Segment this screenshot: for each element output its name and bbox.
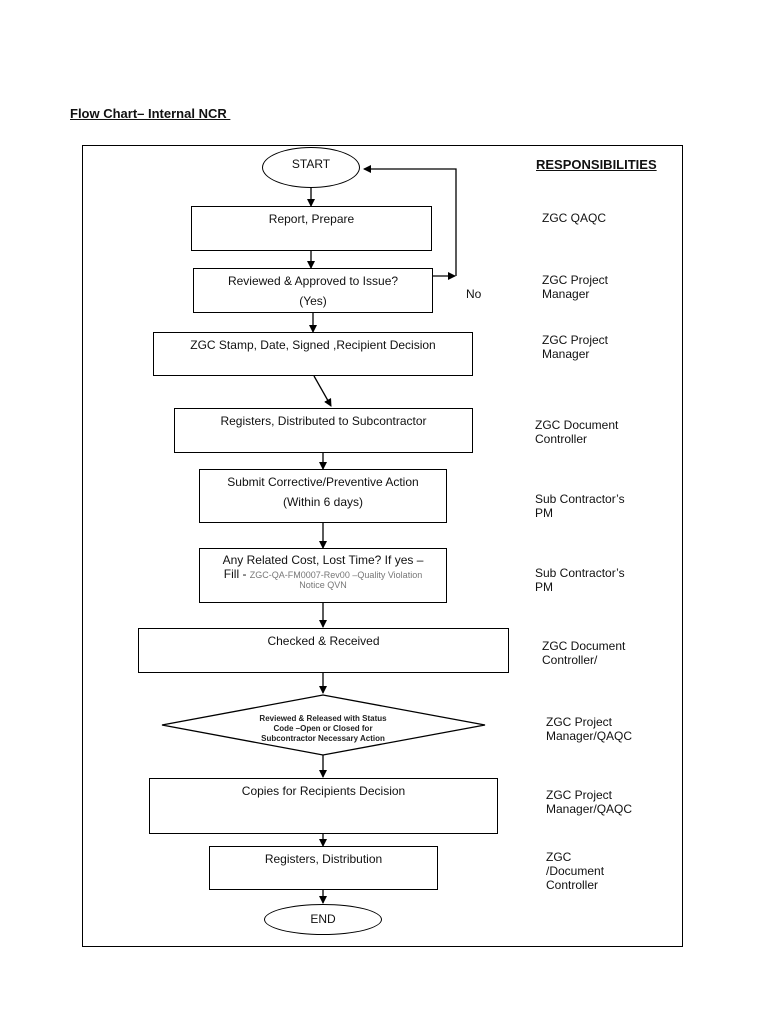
responsibility-report: ZGC QAQC (542, 211, 607, 225)
reviewed-released-line2: Code –Open or Closed for (273, 724, 373, 733)
reviewed-approved-box: Reviewed & Approved to Issue? (Yes) (193, 268, 433, 313)
report-prepare-box: Report, Prepare (191, 206, 432, 251)
responsibility-copies: ZGC Project Manager/QAQC (546, 788, 633, 816)
copies-box: Copies for Recipients Decision (149, 778, 498, 834)
arrow-no-loop-to-start (363, 165, 457, 276)
arrow-stamp-to-registers (313, 375, 332, 407)
related-cost-fill-prefix: Fill - (223, 567, 250, 581)
decision-diamond (161, 694, 486, 756)
end-node: END (264, 904, 382, 935)
responsibility-stamp: ZGC Project Manager (542, 333, 609, 361)
registers-distribution-box: Registers, Distribution (209, 846, 438, 890)
stamp-box: ZGC Stamp, Date, Signed ,Recipient Decis… (153, 332, 473, 376)
registers-distributed-box: Registers, Distributed to Subcontractor (174, 408, 473, 453)
responsibility-submit: Sub Contractor’s PM (535, 492, 625, 520)
responsibilities-header: RESPONSIBILITIES (536, 157, 657, 172)
responsibility-checked: ZGC Document Controller/ (542, 639, 626, 667)
page-title: Flow Chart– Internal NCR (70, 106, 231, 121)
responsibility-registers: ZGC Document Controller (535, 418, 619, 446)
responsibility-review: ZGC Project Manager (542, 273, 609, 301)
submit-corrective-box: Submit Corrective/Preventive Action (Wit… (199, 469, 447, 523)
responsibility-released: ZGC Project Manager/QAQC (546, 715, 633, 743)
flowchart-frame (82, 145, 683, 947)
responsibility-cost: Sub Contractor’s PM (535, 566, 625, 594)
related-cost-form-ref: ZGC-QA-FM0007-Rev00 –Quality Violation (249, 570, 423, 580)
decision-diamond-text: Reviewed & Released with Status Code –Op… (232, 714, 414, 744)
related-cost-box: Any Related Cost, Lost Time? If yes – Fi… (199, 548, 447, 603)
reviewed-released-line3: Subcontractor Necessary Action (261, 734, 385, 743)
reviewed-approved-line2: (Yes) (299, 294, 327, 308)
submit-corrective-line2: (Within 6 days) (282, 495, 364, 509)
related-cost-line3: Notice QVN (299, 580, 347, 590)
no-label: No (466, 287, 482, 301)
submit-corrective-line1: Submit Corrective/Preventive Action (227, 475, 419, 489)
reviewed-approved-line1: Reviewed & Approved to Issue? (227, 274, 399, 288)
related-cost-line1: Any Related Cost, Lost Time? If yes – (222, 553, 424, 567)
reviewed-released-line1: Reviewed & Released with Status (259, 714, 387, 723)
responsibility-distribution: ZGC /Document Controller (546, 850, 605, 892)
start-node: START (262, 147, 360, 188)
checked-received-box: Checked & Received (138, 628, 509, 673)
